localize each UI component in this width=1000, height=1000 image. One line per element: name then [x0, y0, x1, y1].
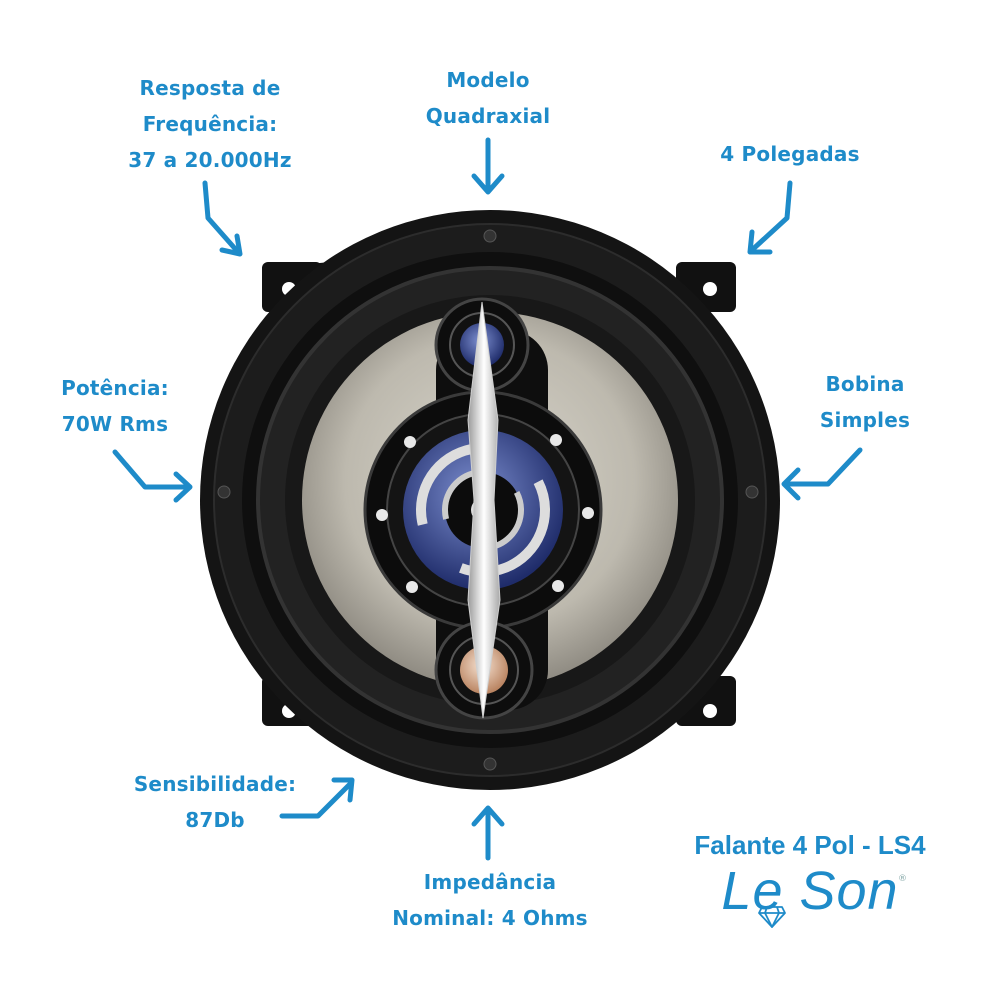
brand-logo: Le Son	[721, 861, 899, 921]
coil-line1: Bobina	[825, 372, 905, 396]
diamond-icon	[758, 906, 786, 928]
callout-size: 4 Polegadas	[700, 136, 880, 172]
frequency-line1: Resposta de	[139, 76, 281, 100]
size-line1: 4 Polegadas	[720, 142, 860, 166]
product-title: Falante 4 Pol - LS4	[694, 830, 926, 860]
frequency-line3: 37 a 20.000Hz	[128, 148, 292, 172]
callout-model: Modelo Quadraxial	[398, 62, 578, 134]
impedance-line2: Nominal: 4 Ohms	[392, 906, 588, 930]
callout-coil: Bobina Simples	[790, 366, 940, 438]
model-line2: Quadraxial	[425, 104, 551, 128]
model-line1: Modelo	[446, 68, 530, 92]
power-line2: 70W Rms	[61, 412, 169, 436]
sensitivity-line1: Sensibilidade:	[133, 772, 297, 796]
power-line1: Potência:	[61, 376, 169, 400]
callout-impedance: Impedância Nominal: 4 Ohms	[370, 864, 610, 936]
frequency-line2: Frequência:	[142, 112, 278, 136]
sensitivity-line2: 87Db	[185, 808, 245, 832]
impedance-line1: Impedância	[423, 870, 557, 894]
callout-sensitivity: Sensibilidade: 87Db	[110, 766, 320, 838]
callout-power: Potência: 70W Rms	[40, 370, 190, 442]
callout-frequency-response: Resposta de Frequência: 37 a 20.000Hz	[100, 70, 320, 178]
registered-mark: ®	[898, 874, 907, 884]
coil-line2: Simples	[819, 408, 911, 432]
